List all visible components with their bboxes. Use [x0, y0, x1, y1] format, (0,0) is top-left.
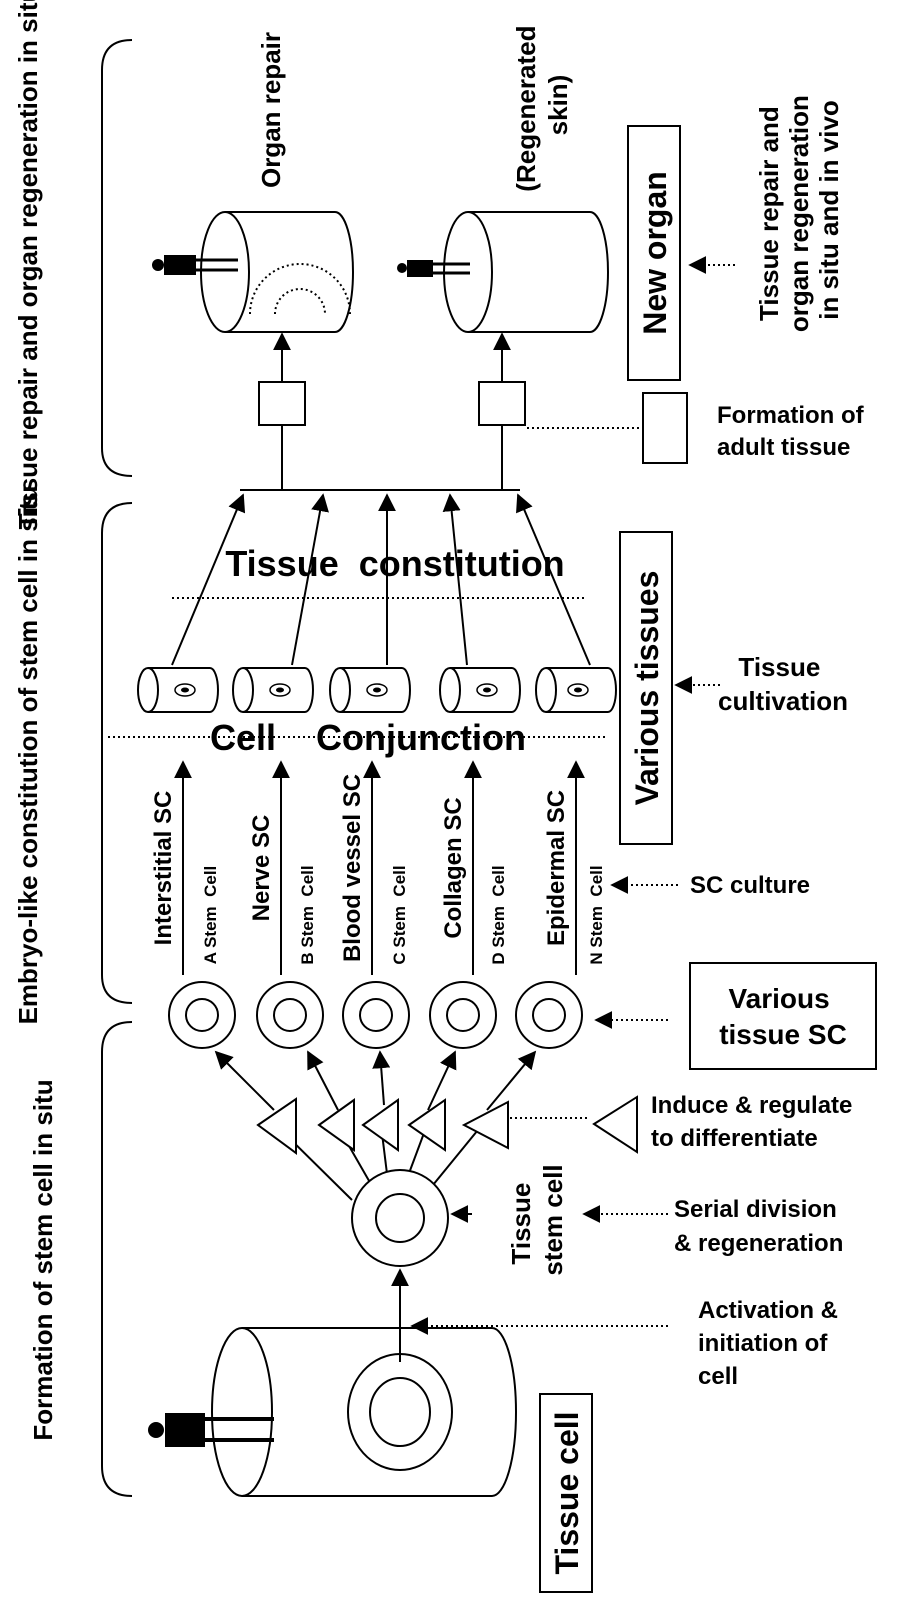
stem-cell-column-1: Interstitial SC A Stem Cell [150, 760, 220, 975]
tissue-cylinder-5 [535, 667, 617, 713]
person-icon [148, 1413, 274, 1447]
various-tissue-sc-label: Various tissue SC [719, 983, 847, 1050]
person-icon [152, 255, 238, 275]
tissue-constitution-label: Tissue constitution [225, 543, 564, 584]
tissue-cylinder-4 [439, 667, 521, 713]
section-label-bottom: Formation of stem cell in situ [28, 1079, 58, 1440]
sc-culture-label: SC culture [690, 872, 810, 899]
tissue-cell-cylinder [211, 1327, 517, 1497]
tissue-cell-box [539, 1393, 593, 1593]
brace-top [101, 39, 133, 477]
activation-label: Activation & initiation of cell [698, 1297, 845, 1390]
stem-cell-column-2: Nerve SC B Stem Cell [248, 760, 317, 975]
stem-cell-name: Epidermal SC [543, 790, 570, 946]
stem-cell-sub: B Stem Cell [298, 865, 317, 964]
stem-cell-column-3: Blood vessel SC C Stem Cell [339, 760, 409, 975]
tissue-cell-label: Tissue cell [549, 1411, 585, 1574]
triangle-icon [592, 1095, 638, 1154]
tissue-sc-cells [168, 981, 583, 1049]
tissue-stem-cell-label: Tissue stem cell [506, 1164, 568, 1275]
induce-regulate-label: Induce & regulate to differentiate [651, 1092, 859, 1152]
tissue-cultivation-label: Tissue cultivation [718, 652, 848, 716]
stem-cell-column-5: Epidermal SC N Stem Cell [543, 760, 606, 975]
arrow-tissue-4 [442, 493, 468, 666]
section-label-top: Tissue repair and organ regeneration in … [13, 0, 43, 529]
tissue-cylinder-1 [137, 667, 219, 713]
stem-cell-name: Collagen SC [440, 797, 467, 938]
serial-division-label: Serial division & regeneration [674, 1196, 843, 1257]
organ-repair-label: Organ repair [256, 32, 286, 188]
regenerated-skin-cylinder [443, 211, 609, 333]
new-organ-label: New organ [637, 171, 673, 335]
various-tissues-box [619, 531, 673, 845]
section-label-middle: Embryo-like constitution of stem cell in… [13, 486, 43, 1025]
tissue-cylinder-2 [232, 667, 314, 713]
brace-bottom [101, 1021, 133, 1497]
stem-cell-column-4: Collagen SC D Stem Cell [440, 760, 508, 975]
formation-adult-tissue-label: Formation of adult tissue [717, 402, 870, 461]
stem-cell-name: Nerve SC [248, 815, 275, 922]
new-organ-box [627, 125, 681, 381]
arrow-tissue-2 [291, 493, 329, 666]
arrow-tissue-5 [516, 493, 591, 666]
stem-cell-sub: A Stem Cell [201, 866, 220, 965]
tissue-repair-note: Tissue repair and organ regeneration in … [754, 88, 844, 332]
stem-cell-sub: N Stem Cell [587, 865, 606, 964]
regenerated-skin-label: (Regenerated skin) [511, 18, 573, 191]
brace-middle [101, 502, 133, 1004]
stem-cell-sub: C Stem Cell [390, 865, 409, 964]
tissue-cylinder-3 [329, 667, 411, 713]
stem-cell-name: Blood vessel SC [339, 774, 366, 962]
person-icon [397, 260, 470, 277]
organ-repair-cylinder [200, 211, 354, 333]
stem-cell-name: Interstitial SC [150, 791, 177, 946]
various-tissues-label: Various tissues [629, 571, 665, 806]
adult-tissue-box-1 [258, 381, 306, 426]
cell-conjunction-label: Cell Conjunction [210, 717, 526, 758]
adult-tissue-box-2 [478, 381, 526, 426]
adult-tissue-legend-box [642, 392, 688, 464]
tissue-stem-cell [351, 1169, 449, 1267]
various-tissue-sc-box [689, 962, 877, 1070]
differentiation-triangles [256, 1097, 509, 1155]
stem-cell-sub: D Stem Cell [489, 865, 508, 964]
arrow-tissue-1 [171, 493, 246, 666]
